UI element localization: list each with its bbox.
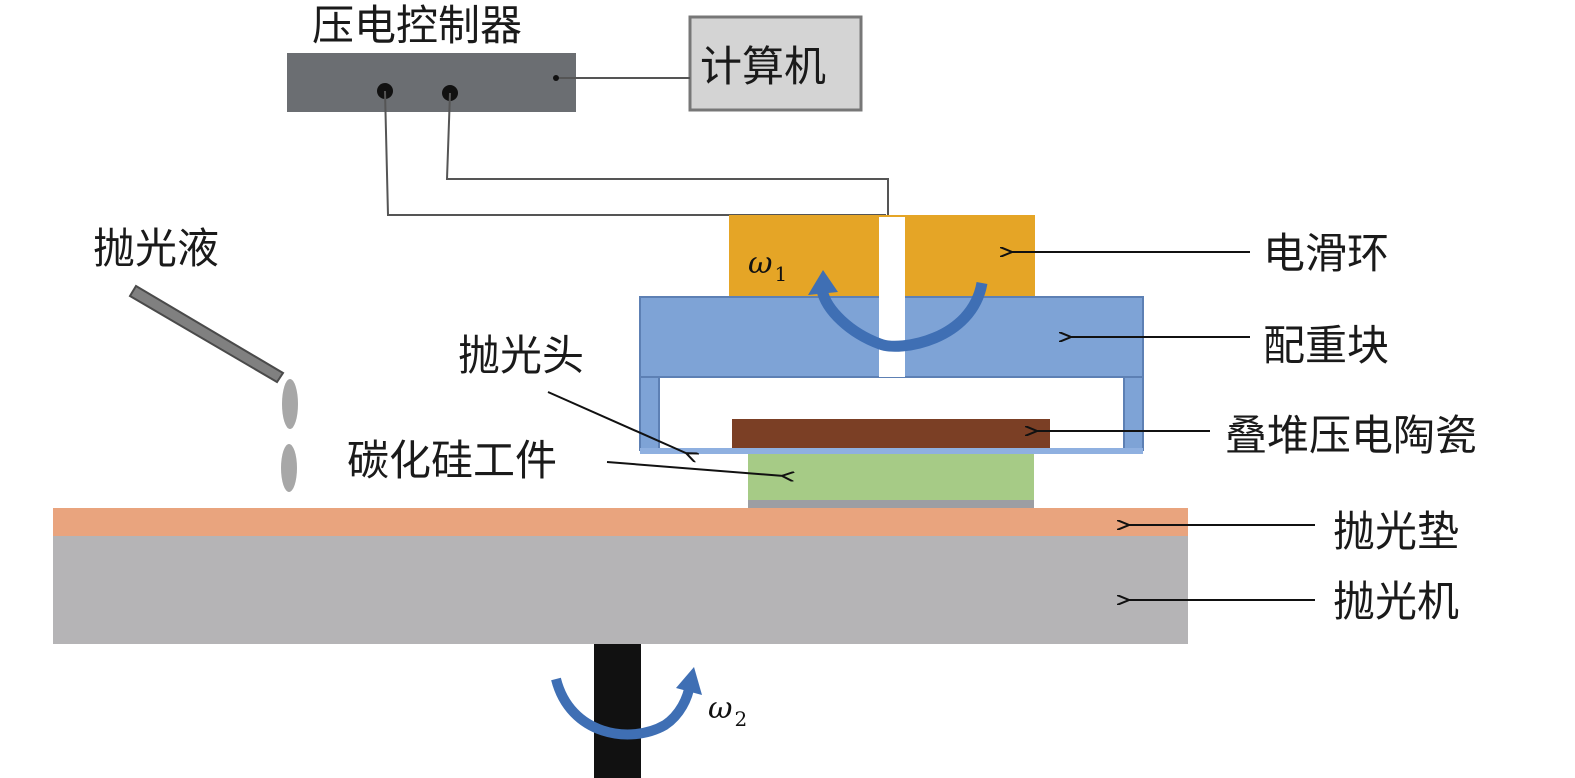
omega2-arrowhead xyxy=(676,667,702,695)
spindle-shaft xyxy=(594,644,641,778)
center-shaft xyxy=(879,217,905,377)
polishing-head-label: 抛光头 xyxy=(458,331,584,380)
fluid-drop-2 xyxy=(281,444,297,492)
omega1-subscript: 1 xyxy=(774,262,787,286)
polishing-pad-label: 抛光垫 xyxy=(1333,507,1459,556)
computer-box xyxy=(688,15,863,112)
workpiece-base xyxy=(748,500,1034,508)
wire-1 xyxy=(384,90,886,216)
controller-port xyxy=(553,75,559,81)
omega2-rotation-arrow xyxy=(551,677,695,740)
piezo-controller-label: 压电控制器 xyxy=(312,1,522,50)
slip-ring-label: 电滑环 xyxy=(1263,229,1389,278)
polishing-head-arrow xyxy=(547,391,688,454)
sic-workpiece-label: 碳化硅工件 xyxy=(347,436,557,485)
polishing-machine xyxy=(53,536,1188,644)
fluid-drop-1 xyxy=(282,379,298,429)
omega2-symbol: ω xyxy=(708,691,732,726)
fluid-nozzle xyxy=(128,284,285,384)
counterweight-label: 配重块 xyxy=(1263,321,1389,370)
polishing-head-plate xyxy=(640,448,1143,454)
stacked-piezo-ceramic xyxy=(732,419,1050,448)
polishing-fluid-label: 抛光液 xyxy=(93,224,219,273)
counterweight-right-leg xyxy=(1123,376,1144,451)
computer-label: 计算机 xyxy=(700,42,826,91)
polishing-machine-label: 抛光机 xyxy=(1333,577,1459,626)
piezo-controller-box xyxy=(287,53,576,112)
stacked-piezo-label: 叠堆压电陶瓷 xyxy=(1225,411,1477,460)
sic-workpiece xyxy=(748,454,1034,500)
omega1-rotation-arrow xyxy=(816,281,988,352)
omega1-symbol: ω xyxy=(748,246,772,281)
omega1-arrowhead xyxy=(808,270,838,295)
wire-2 xyxy=(445,92,889,218)
sic-workpiece-arrow xyxy=(606,461,784,476)
polishing-pad xyxy=(53,508,1188,536)
omega2-subscript: 2 xyxy=(734,707,747,731)
